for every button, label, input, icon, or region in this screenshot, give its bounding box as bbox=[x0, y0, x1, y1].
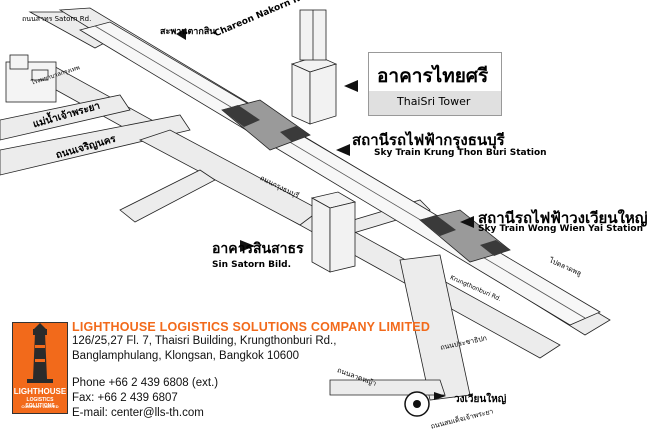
company-name: LIGHTHOUSE LOGISTICS SOLUTIONS COMPANY L… bbox=[72, 320, 431, 334]
station1-name-th: สถานีรถไฟฟ้ากรุงธนบุรี bbox=[352, 131, 505, 149]
tower-callout: อาคารไทยศรี ThaiSri Tower bbox=[368, 52, 502, 116]
label-sathorn-rd: ถนนสาทร Satorn Rd. bbox=[22, 15, 92, 23]
sinsathorn-name-en: Sin Satorn Bild. bbox=[212, 260, 292, 270]
sinsathorn-name-th: อาคารสินสาธร bbox=[212, 241, 304, 257]
sin-sathorn-building bbox=[310, 191, 357, 273]
skytrain-line bbox=[78, 21, 601, 326]
logo-line1: LIGHTHOUSE bbox=[13, 387, 67, 396]
station-wong-wien-yai bbox=[419, 209, 511, 263]
label-wong-wien-yai: วงเวียนใหญ่ bbox=[454, 394, 507, 405]
tower-name-en: ThaiSri Tower bbox=[397, 95, 471, 108]
company-email[interactable]: E-mail: center@lls-th.com bbox=[72, 407, 204, 419]
logo-line2: LOGISTICS SOLUTIONS bbox=[25, 397, 55, 409]
station1-name-en: Sky Train Krung Thon Buri Station bbox=[374, 148, 547, 158]
thaisri-tower bbox=[290, 9, 338, 125]
company-address-2: Banglamphulang, Klongsan, Bangkok 10600 bbox=[72, 350, 299, 362]
station2-name-en: Sky Train Wong Wien Yai Station bbox=[478, 224, 644, 234]
roundabout bbox=[404, 391, 446, 417]
company-info: LIGHTHOUSE LOGISTICS SOLUTIONS COMPANY L… bbox=[72, 320, 430, 421]
label-taksin-bridge: สะพานตากสิน bbox=[160, 27, 216, 37]
station2-name-th: สถานีรถไฟฟ้าวงเวียนใหญ่ bbox=[478, 209, 648, 227]
buildings-topleft bbox=[5, 54, 57, 103]
company-address-1: 126/25,27 Fl. 7, Thaisri Building, Krung… bbox=[72, 335, 337, 347]
logo-line3: COMPANY LIMITED bbox=[21, 404, 59, 409]
tower-callout-band bbox=[369, 91, 501, 115]
company-fax: Fax: +66 2 439 6807 bbox=[72, 392, 178, 404]
pointer-arrows bbox=[176, 28, 474, 252]
company-phone: Phone +66 2 439 6808 (ext.) bbox=[72, 377, 219, 389]
company-logo: LIGHTHOUSE LOGISTICS SOLUTIONS COMPANY L… bbox=[12, 322, 68, 414]
station-krung-thon-buri bbox=[221, 99, 311, 151]
tower-name-th: อาคารไทยศรี bbox=[377, 65, 489, 87]
lighthouse-icon bbox=[27, 323, 53, 383]
